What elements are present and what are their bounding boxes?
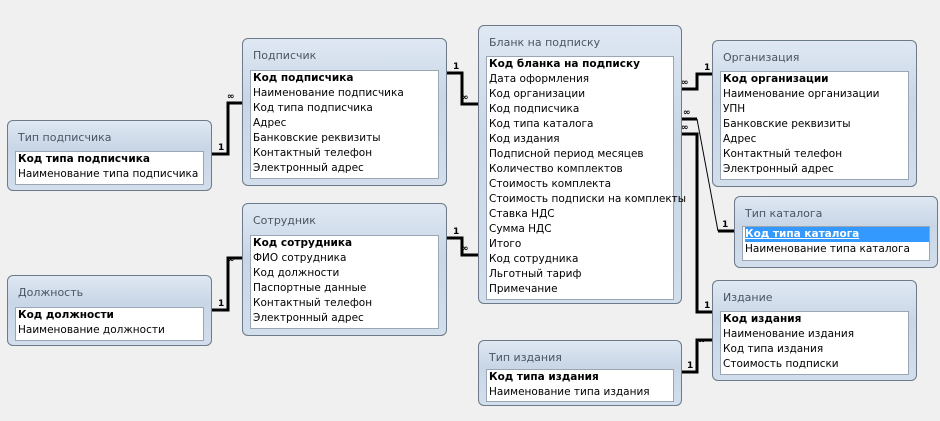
field-item[interactable]: Наименование типа издания <box>489 386 650 398</box>
table-title[interactable]: Организация <box>723 51 800 64</box>
one-label: 1 <box>722 220 728 230</box>
field-item[interactable]: Код подписчика <box>489 103 580 115</box>
field-item[interactable]: Электронный адрес <box>723 163 834 175</box>
field-item[interactable]: Контактный телефон <box>253 147 373 159</box>
table-title[interactable]: Тип каталога <box>745 207 823 220</box>
primary-key-field[interactable]: Код издания <box>723 313 802 325</box>
rel-podpischik-blank <box>446 71 478 106</box>
field-item[interactable]: Наименование издания <box>723 328 855 340</box>
field-item[interactable]: Код типа издания <box>723 343 824 355</box>
field-item[interactable]: Банковские реквизиты <box>723 118 851 130</box>
many-label: ∞ <box>683 108 691 118</box>
field-item[interactable]: Стоимость подписки <box>723 358 839 370</box>
field-item[interactable]: Итого <box>489 238 522 250</box>
many-label: ∞ <box>681 78 689 88</box>
many-label: ∞ <box>461 93 469 103</box>
field-item[interactable]: Льготный тариф <box>489 268 582 280</box>
table-title[interactable]: Должность <box>18 286 84 299</box>
rel-blank-organizatsiya <box>681 72 712 91</box>
field-item[interactable]: Стоимость комплекта <box>489 178 612 190</box>
table-title[interactable]: Издание <box>723 291 773 304</box>
field-item[interactable]: Стоимость подписки на комплекты <box>489 193 687 205</box>
primary-key-field[interactable]: Код бланка на подписку <box>489 58 640 70</box>
field-item[interactable]: Количество комплектов <box>489 163 623 175</box>
field-item[interactable]: ФИО сотрудника <box>253 252 347 264</box>
primary-key-field[interactable]: Код сотрудника <box>253 237 353 249</box>
field-item[interactable]: Код типа каталога <box>489 118 594 130</box>
field-item[interactable]: Контактный телефон <box>253 297 373 309</box>
field-item[interactable]: Электронный адрес <box>253 312 364 324</box>
field-item[interactable]: Банковские реквизиты <box>253 132 381 144</box>
table-title[interactable]: Бланк на подписку <box>489 36 601 49</box>
field-item[interactable]: Код издания <box>489 133 560 145</box>
one-label: 1 <box>687 361 693 371</box>
rel-blank-izdanie <box>681 132 712 314</box>
rel-sotrudnik-blank <box>446 236 478 257</box>
field-item[interactable]: Адрес <box>253 117 287 129</box>
primary-key-field[interactable]: Код должности <box>18 309 114 321</box>
field-item[interactable]: Ставка НДС <box>489 208 555 220</box>
field-item[interactable]: Наименование должности <box>18 324 165 336</box>
table-title[interactable]: Тип издания <box>489 351 562 364</box>
rel-tip-izdaniya <box>681 338 712 374</box>
rel-dolzhnost <box>211 256 242 312</box>
one-label: 1 <box>218 143 224 153</box>
table-title[interactable]: Тип подписчика <box>18 131 112 144</box>
primary-key-field[interactable]: Код подписчика <box>253 72 354 84</box>
rel-tip-podpischika <box>211 101 242 156</box>
table-title[interactable]: Подписчик <box>253 49 317 62</box>
field-item[interactable]: Примечание <box>489 283 558 295</box>
field-item[interactable]: Электронный адрес <box>253 162 364 174</box>
field-item[interactable]: Адрес <box>723 133 757 145</box>
one-label: 1 <box>704 301 710 311</box>
field-item[interactable]: Код организации <box>489 88 586 100</box>
many-label: ∞ <box>461 244 469 254</box>
field-item[interactable]: Наименование типа подписчика <box>18 168 199 180</box>
field-item[interactable]: Код должности <box>253 267 340 279</box>
field-item[interactable]: Сумма НДС <box>489 223 552 235</box>
table-blank[interactable]: Бланк на подписку Код бланка на подписку… <box>478 25 687 304</box>
field-item[interactable]: Подписной период месяцев <box>489 148 644 160</box>
primary-key-field[interactable]: Код типа каталога <box>745 227 929 242</box>
field-item[interactable]: Паспортные данные <box>253 282 367 294</box>
field-item[interactable]: Код сотрудника <box>489 253 579 265</box>
many-label: ∞ <box>227 92 235 102</box>
one-label: 1 <box>704 63 710 73</box>
many-label: ∞ <box>227 255 235 265</box>
field-item[interactable]: Наименование подписчика <box>253 87 404 99</box>
field-item[interactable]: Дата оформления <box>489 73 590 85</box>
primary-key-field[interactable]: Код типа издания <box>489 371 599 383</box>
field-item[interactable]: УПН <box>723 103 746 115</box>
many-label: ∞ <box>681 123 689 133</box>
one-label: 1 <box>453 227 459 237</box>
primary-key-field[interactable]: Код типа подписчика <box>18 153 150 165</box>
field-item[interactable]: Код типа подписчика <box>253 102 373 114</box>
one-label: 1 <box>453 62 459 72</box>
field-item[interactable]: Наименование организации <box>723 88 880 100</box>
field-item[interactable]: Контактный телефон <box>723 148 843 160</box>
many-label: ∞ <box>698 336 706 346</box>
primary-key-field[interactable]: Код организации <box>723 73 829 85</box>
field-item[interactable]: Наименование типа каталога <box>745 243 910 255</box>
one-label: 1 <box>218 299 224 309</box>
table-title[interactable]: Сотрудник <box>253 214 316 227</box>
